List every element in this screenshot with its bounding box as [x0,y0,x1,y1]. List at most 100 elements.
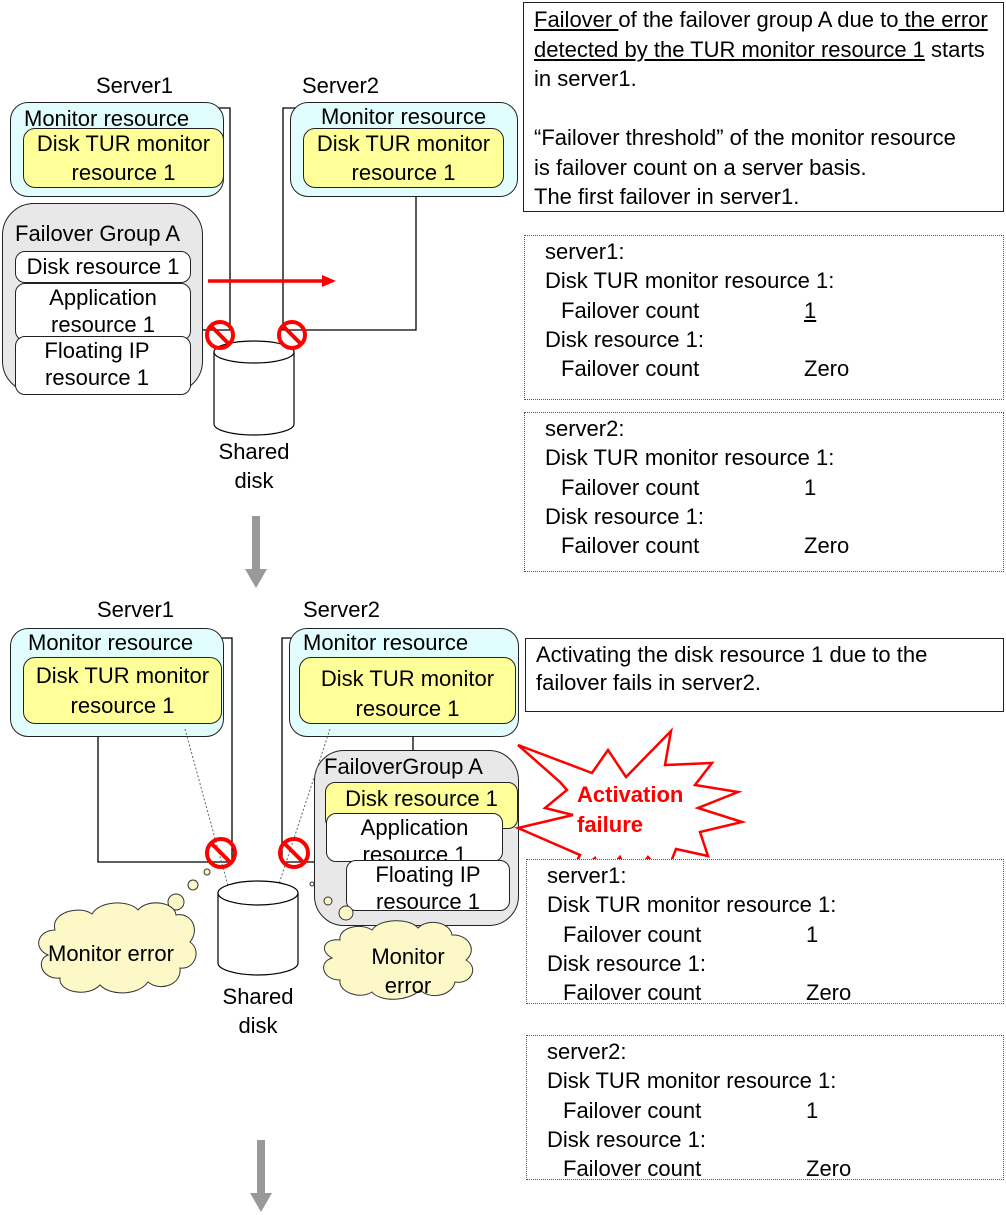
label-line: Activation [577,782,684,807]
resource-label-line: Floating IP [375,862,481,887]
resource-label-line: resource 1 [71,160,176,185]
label-line: Monitor [371,944,445,969]
monitor-error-left-cloud-icon [38,868,211,994]
status-monitor-name: Disk TUR monitor resource 1: [547,1068,837,1094]
server2-disk-tur-monitor-resource[interactable]: Disk TUR monitor resource 1 [303,128,504,188]
status-server: server2: [547,1039,627,1064]
status-disk-name: Disk resource 1: [545,503,704,529]
failover-group-title: FailoverGroup A [324,754,483,779]
activation-failure-label: Activation failure [577,780,683,840]
resource-label-line: Disk TUR monitor [36,131,211,156]
server1-label: Server1 [96,73,174,98]
status-label: Failover count [561,474,700,500]
server1-prohibit-icon [205,837,237,869]
panel-1-description: Failover of the failover group A due to … [523,2,1004,212]
status-value: Zero [806,1156,852,1182]
status-disk-name: Disk resource 1: [547,950,706,976]
flow-down-arrow-icon [250,1140,272,1212]
failover-group-title: Failover Group A [15,221,181,246]
disk-resource-1[interactable]: Disk resource 1 [15,251,191,283]
resource-label-line: Disk resource 1 [345,786,498,811]
server2-prohibit-icon [278,837,310,869]
status-disk-name: Disk resource 1: [547,1126,706,1152]
server2-label: Server2 [302,73,380,98]
panel-2-description: Activating the disk resource 1 due to th… [525,638,1004,712]
server2-label: Server2 [303,597,381,622]
panel-2-server2-status: server2: Disk TUR monitor resource 1: Fa… [526,1035,1004,1182]
status-server: server2: [545,416,625,441]
status-monitor-name: Disk TUR monitor resource 1: [545,268,835,294]
status-value: 1 [806,921,819,947]
label-line: Shared [222,984,294,1009]
text-fragment: the error detected by the TUR monitor re… [534,7,988,62]
status-value: Zero [804,356,850,382]
status-server: server1: [545,239,625,264]
panel-1-server1-status: server1: Disk TUR monitor resource 1: Fa… [524,235,1004,400]
monitor-error-right-label: Monitor error [348,942,468,1000]
shared-disk-label: Shared disk [208,982,308,1040]
status-value: 1 [804,297,817,323]
label-line: Shared [218,439,290,464]
resource-label-line: resource 1 [376,889,480,911]
description-line: Activating the disk resource 1 due to th… [536,642,928,667]
server1-label: Server1 [97,597,175,622]
resource-label-line: Disk TUR monitor [35,663,210,688]
panel-2-server1-status: server1: Disk TUR monitor resource 1: Fa… [526,859,1004,1006]
resource-label-line: Floating IP [44,338,150,363]
description-line: “Failover threshold” of the monitor reso… [534,125,956,150]
server1-monitor-dotted-line [184,728,231,894]
application-resource-1[interactable]: Application resource 1 [326,813,503,862]
resource-label-line: resource 1 [45,365,149,390]
resource-label-line: resource 1 [362,842,467,862]
panel-1-server2-status: server2: Disk TUR monitor resource 1: Fa… [524,412,1004,572]
resource-label-line: resource 1 [51,312,155,337]
monitor-group-title: Monitor resource [24,106,190,131]
resource-label-line: resource 1 [351,160,456,185]
shared-disk-icon [213,340,295,436]
status-label: Failover count [563,921,702,947]
application-resource-1[interactable]: Application resource 1 [15,283,191,341]
status-value: Zero [806,980,852,1006]
monitor-group-title: Monitor resource [303,630,469,655]
server1-prohibit-icon [205,320,235,350]
resource-label-line: Application [49,285,157,310]
server1-disk-tur-monitor-resource[interactable]: Disk TUR monitor resource 1 [23,128,224,188]
resource-label-line: Disk TUR monitor [320,666,495,691]
status-value: 1 [806,1097,819,1123]
label-line: error [384,973,432,998]
floating-ip-resource-1[interactable]: Floating IP resource 1 [15,336,191,395]
resource-label-line: resource 1 [355,696,460,721]
failover-arrow-icon [208,275,336,287]
status-label: Failover count [563,1156,702,1182]
server2-prohibit-icon [277,320,307,350]
status-label: Failover count [561,356,700,382]
monitor-group-title: Monitor resource [321,104,487,129]
resource-label-line: resource 1 [70,693,175,718]
description-paragraph-1: Failover of the failover group A due to … [534,5,993,94]
label-line: disk [234,468,274,493]
status-value: Zero [804,533,850,559]
text-fragment: Failover [534,7,619,32]
monitor-group-title: Monitor resource [28,630,194,655]
description-line: The first failover in server1. [534,184,800,209]
text-fragment: starts in server1. [534,36,985,92]
description-line: failover fails in server2. [536,670,761,695]
status-server: server1: [547,863,627,888]
description-line: is failover count on a server basis. [534,154,867,180]
status-monitor-name: Disk TUR monitor resource 1: [547,892,837,918]
status-monitor-name: Disk TUR monitor resource 1: [545,445,835,471]
status-label: Failover count [561,533,700,559]
status-label: Failover count [563,980,702,1006]
server1-disk-tur-monitor-resource[interactable]: Disk TUR monitor resource 1 [23,657,222,724]
resource-label-line: Application [360,815,469,840]
status-label: Failover count [563,1097,702,1123]
resource-label-line: Disk TUR monitor [316,131,491,156]
label-line: failure [577,812,644,837]
server2-disk-tur-monitor-resource[interactable]: Disk TUR monitor resource 1 [299,657,516,724]
shared-disk-label: Shared disk [204,437,304,495]
status-value: 1 [804,474,817,500]
label-line: disk [238,1013,278,1038]
monitor-error-left-label: Monitor error [48,941,174,966]
shared-disk-icon [217,880,299,976]
floating-ip-resource-1[interactable]: Floating IP resource 1 [346,860,510,911]
